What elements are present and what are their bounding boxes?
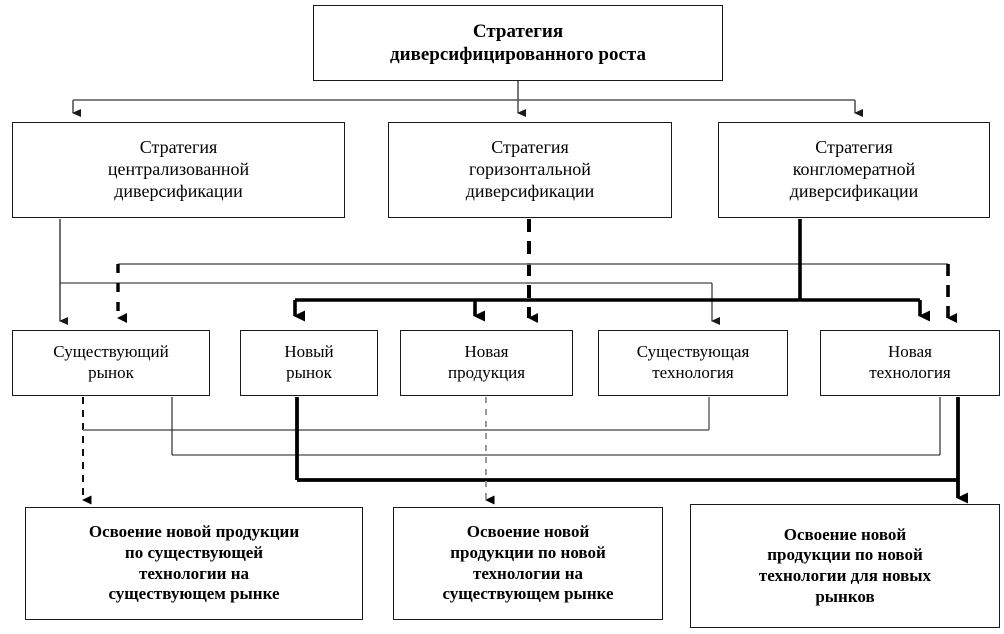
edge-existing-technology-to-outcome-1 xyxy=(83,397,710,431)
edge-root-to-strategies xyxy=(72,80,863,117)
edge-conglomerate-to-factors xyxy=(293,219,930,322)
edge-new-market-to-outcome-2 xyxy=(295,397,958,482)
edge-new-product-routing-thin xyxy=(171,397,941,456)
edge-centralized-bus-thin xyxy=(60,282,720,325)
